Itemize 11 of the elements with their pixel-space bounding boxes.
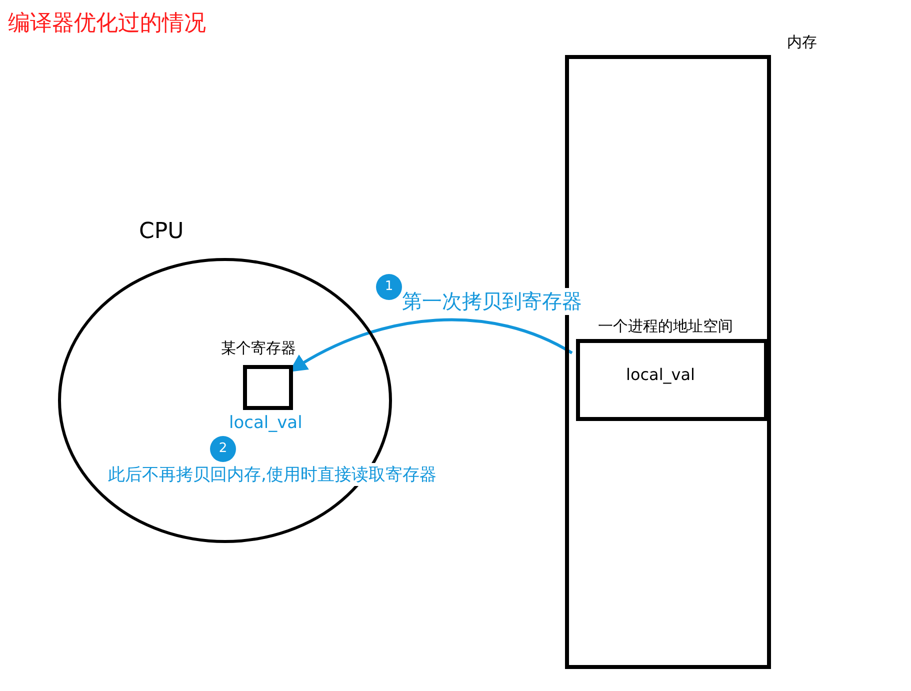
node-heading: 一个进程的地址空间: [598, 317, 733, 336]
title: 编译器优化过的情况: [8, 10, 206, 38]
node-label: 某个寄存器: [221, 339, 296, 358]
variable-label: local_val: [229, 413, 302, 433]
step-number: 1: [376, 274, 402, 300]
step-note: 第一次拷贝到寄存器: [402, 288, 582, 315]
node-heading: 内存: [787, 33, 817, 52]
step-number: 2: [210, 436, 236, 462]
variable-label: local_val: [626, 365, 695, 384]
node-heading: CPU: [139, 219, 184, 244]
step-note: 此后不再拷贝回内存,使用时直接读取寄存器: [108, 463, 436, 486]
